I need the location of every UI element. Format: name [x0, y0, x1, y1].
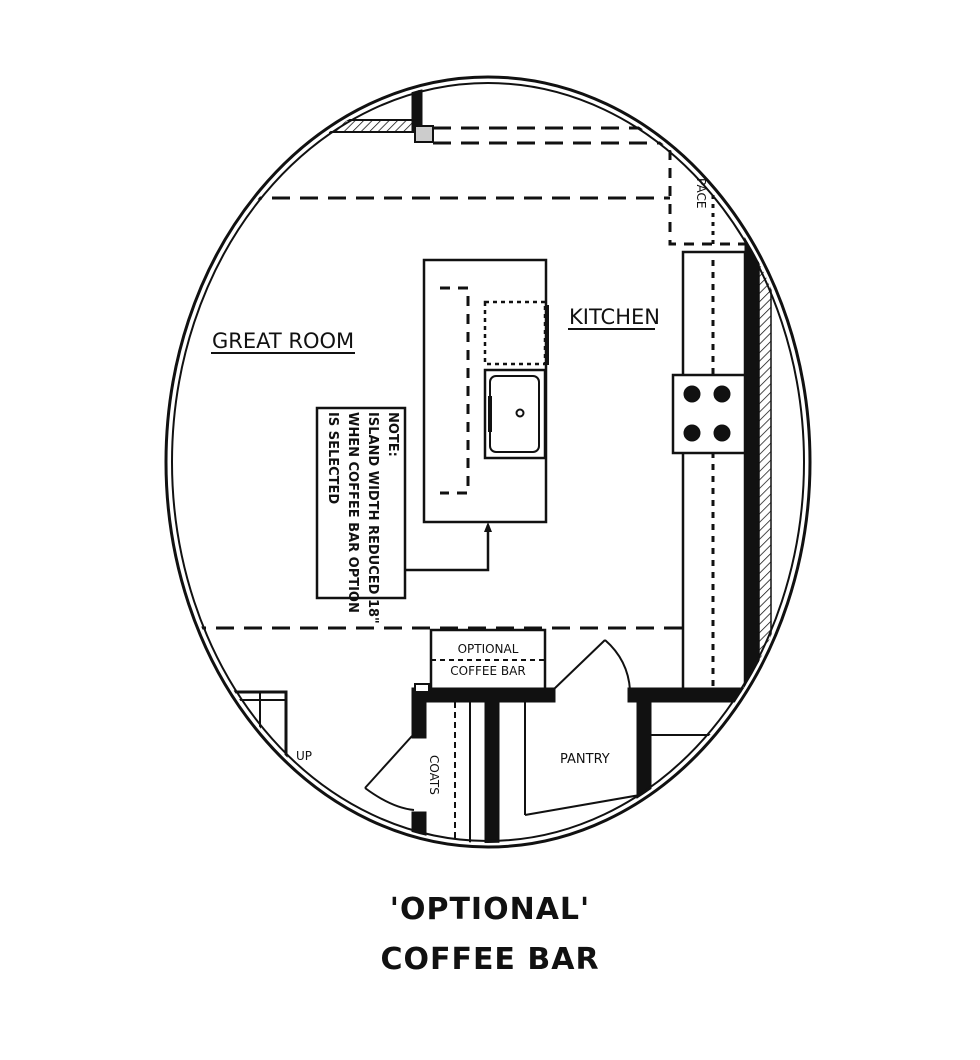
- coffee-bar-label-1: OPTIONAL: [458, 642, 519, 656]
- note-line: WHEN COFFEE BAR OPTION: [345, 412, 360, 613]
- label-space: PACE: [694, 178, 708, 208]
- label-pantry: PANTRY: [560, 752, 610, 767]
- coffee-bar-label-2: COFFEE BAR: [450, 664, 525, 678]
- note-line: NOTE:: [385, 412, 400, 457]
- label-great-room: GREAT ROOM: [212, 329, 354, 353]
- label-coats: COATS: [427, 755, 441, 795]
- note-line: IS SELECTED: [325, 412, 340, 504]
- dishwasher: [483, 300, 547, 366]
- range-icon: [671, 373, 747, 455]
- note-line: ISLAND WIDTH REDUCED 18": [365, 412, 380, 624]
- detail-frame: [164, 75, 812, 849]
- sink-icon: [483, 368, 547, 460]
- note-box: NOTE: ISLAND WIDTH REDUCED 18" WHEN COFF…: [315, 406, 407, 624]
- label-up: UP: [296, 749, 312, 763]
- caption-line-1: 'OPTIONAL': [389, 892, 591, 927]
- caption-line-2: COFFEE BAR: [380, 942, 600, 977]
- label-kitchen: KITCHEN: [569, 305, 660, 329]
